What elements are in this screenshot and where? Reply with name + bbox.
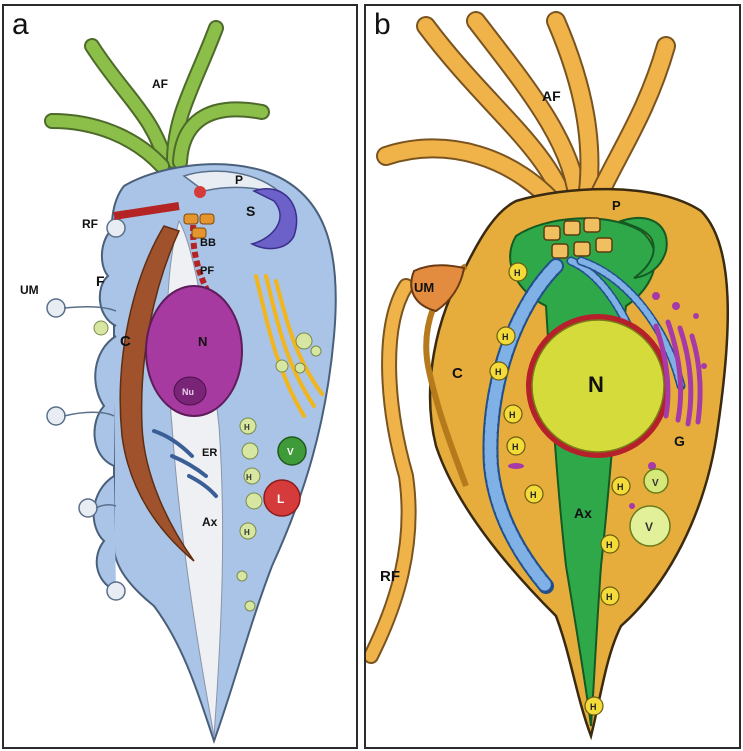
label-n-b: N: [588, 372, 604, 397]
recurrent-flagellum-fill-b: [371, 286, 409, 656]
label-h3-a: H: [244, 528, 250, 537]
label-h9-b: H: [606, 592, 613, 602]
anterior-flagella-b: [386, 21, 666, 211]
label-p-b: P: [612, 198, 621, 213]
label-ax-a: Ax: [202, 515, 218, 529]
label-p-a: P: [235, 173, 243, 187]
label-v-a: V: [287, 447, 294, 458]
red-granule-a: [194, 186, 206, 198]
label-l-a: L: [277, 492, 284, 506]
label-h10-b: H: [590, 702, 597, 712]
label-s-a: S: [246, 203, 255, 219]
label-g-b: G: [674, 433, 685, 449]
panel-a: a: [2, 4, 358, 749]
label-h2-a: H: [246, 473, 252, 482]
label-ax-b: Ax: [574, 505, 592, 521]
label-um-b: UM: [414, 280, 434, 295]
label-nu-a: Nu: [182, 387, 194, 397]
label-n-a: N: [198, 334, 207, 349]
label-er-a: ER: [202, 447, 217, 459]
label-v2-b: V: [645, 520, 653, 534]
label-h4-b: H: [509, 410, 516, 420]
label-pf-a: PF: [200, 265, 214, 277]
label-h6-b: H: [530, 490, 537, 500]
label-h2-b: H: [502, 332, 509, 342]
label-v1-b: V: [652, 478, 659, 489]
panel-b: b: [364, 4, 741, 749]
label-af-a: AF: [152, 77, 168, 91]
label-h7-b: H: [617, 482, 624, 492]
label-h1-a: H: [244, 423, 250, 432]
label-h5-b: H: [512, 442, 519, 452]
label-h8-b: H: [606, 540, 613, 550]
label-c-a: C: [120, 333, 131, 350]
label-c-b: C: [452, 365, 463, 382]
label-rf-a: RF: [82, 217, 98, 231]
label-bb-a: BB: [200, 237, 216, 249]
label-h1-b: H: [514, 268, 521, 278]
label-rf-b: RF: [380, 568, 400, 585]
trichomonas-illustration-a: AF RF UM F C P S BB PF N Nu ER Ax H H H …: [4, 6, 356, 747]
trichomonas-illustration-b: AF P UM C N G Ax RF V V H H H H H H H H …: [366, 6, 739, 747]
anterior-flagella-a: [52, 28, 262, 166]
label-h3-b: H: [495, 367, 502, 377]
label-af-b: AF: [542, 88, 561, 104]
label-um-a: UM: [20, 283, 39, 297]
label-f-a: F: [96, 273, 105, 289]
